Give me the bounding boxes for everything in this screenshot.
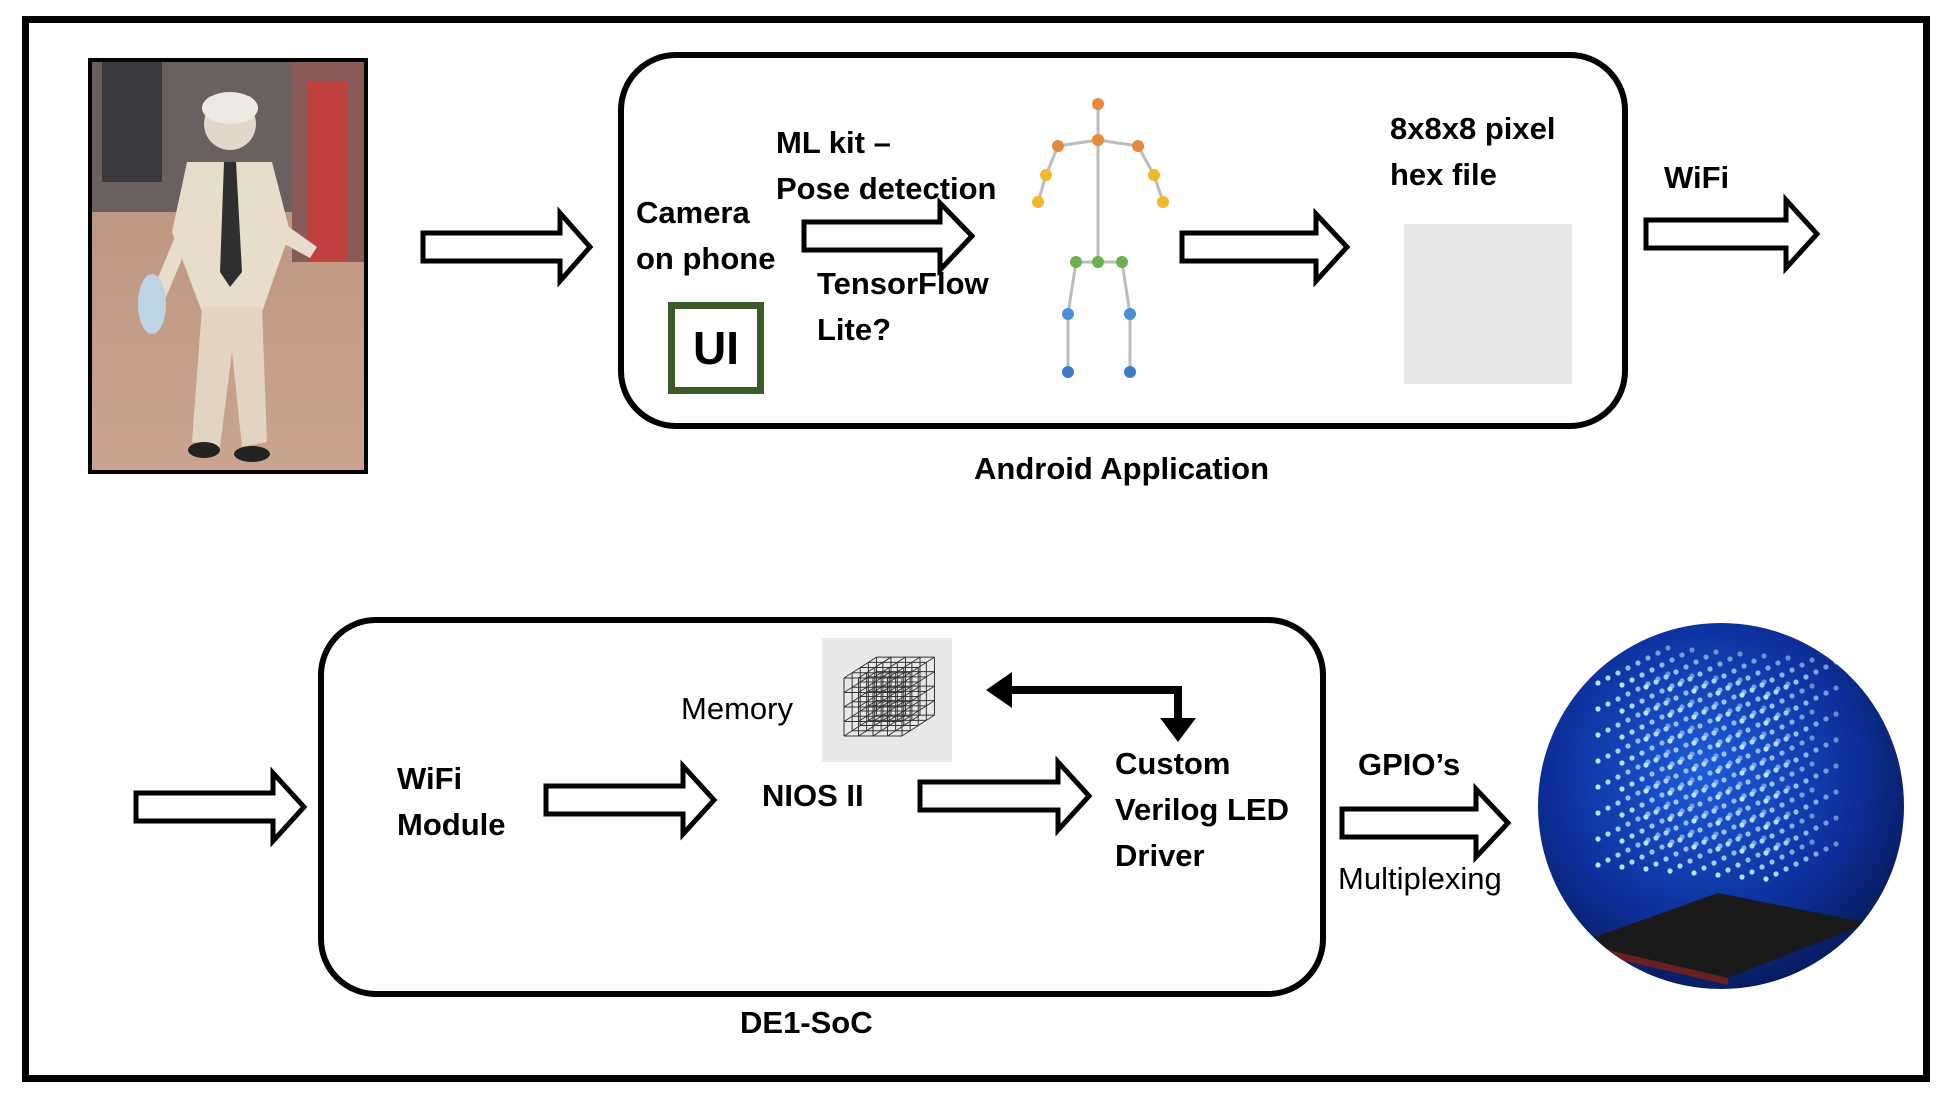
multiplexing-label: Multiplexing — [1338, 861, 1502, 896]
pose-skeleton-icon — [1032, 98, 1169, 378]
de1-soc-group — [318, 617, 1326, 997]
wireframe-cube-icon-hex — [1404, 224, 1572, 384]
mlkit-pose-detection-label: ML kit – Pose detection — [776, 125, 997, 206]
android-application-label: Android Application — [974, 451, 1270, 486]
arrow-skeleton-to-hex — [1179, 207, 1351, 288]
arrow-wifi-module-to-nios — [543, 759, 718, 841]
nios-ii-label: NIOS II — [762, 778, 864, 813]
arrow-photo-to-app — [420, 206, 594, 288]
gpio-label: GPIO’s — [1358, 747, 1461, 782]
memory-driver-arrow — [986, 672, 1196, 742]
wifi-label: WiFi — [1664, 160, 1730, 195]
arrow-driver-to-led — [1339, 782, 1512, 864]
memory-label: Memory — [681, 691, 793, 726]
camera-on-phone-label: Camera on phone — [636, 195, 776, 276]
dancing-man-photo-icon — [88, 58, 368, 474]
tensorflow-lite-label: TensorFlow Lite? — [817, 266, 989, 347]
android-application-group — [618, 52, 1628, 429]
diagram-frame — [22, 16, 1930, 1082]
arrow-nios-to-driver — [917, 755, 1093, 837]
ui-badge-text: UI — [693, 322, 739, 374]
arrow-camera-to-skeleton — [801, 196, 976, 277]
arrow-wifi-out — [1643, 193, 1821, 275]
de1-soc-label: DE1-SoC — [740, 1005, 873, 1040]
wireframe-cube-icon-memory — [822, 638, 952, 762]
arrow-wifi-in — [133, 766, 308, 848]
hex-file-label: 8x8x8 pixel hex file — [1390, 111, 1556, 192]
ui-badge: UI — [668, 302, 764, 394]
led-cube-photo-icon — [1538, 623, 1904, 989]
custom-verilog-led-driver-label: Custom Verilog LED Driver — [1115, 746, 1289, 873]
wifi-module-label: WiFi Module — [397, 761, 506, 842]
